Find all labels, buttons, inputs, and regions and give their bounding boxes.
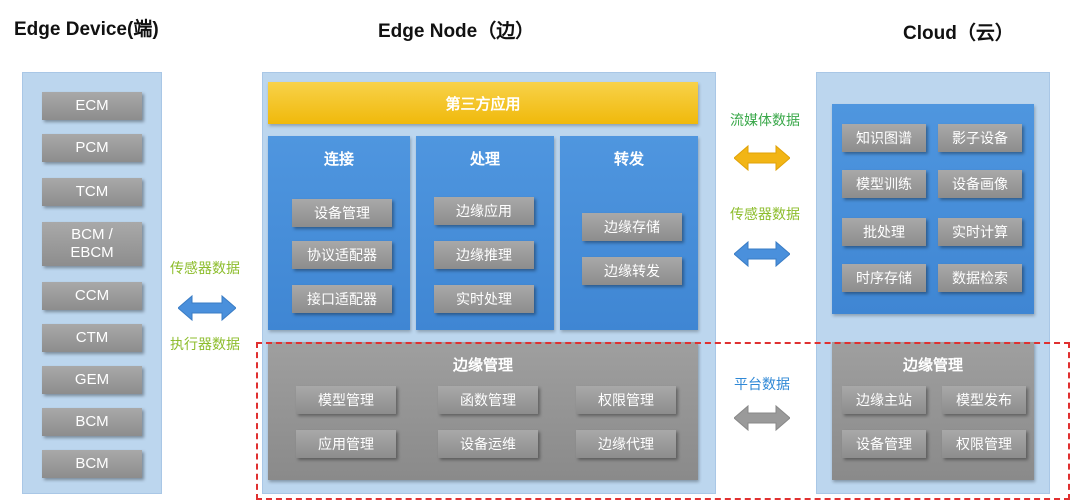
cloud-mgmt-permission: 权限管理 (942, 430, 1026, 458)
node-item-protocol-adapter: 协议适配器 (292, 241, 392, 269)
cloud-service-label: 设备画像 (952, 177, 1008, 193)
node-mgmt-label: 函数管理 (460, 393, 516, 409)
node-mgmt-device-ops: 设备运维 (438, 430, 538, 458)
cloud-mgmt-label: 权限管理 (956, 437, 1012, 453)
cloud-service-label: 实时计算 (952, 225, 1008, 241)
node-item-label: 边缘应用 (456, 204, 512, 220)
node-mgmt-edge-agent: 边缘代理 (576, 430, 676, 458)
device-module-label: BCM / EBCM (70, 226, 114, 261)
cloud-service-label: 批处理 (863, 225, 905, 241)
device-module-label: BCM (75, 413, 109, 430)
flow-label-actuator-device: 执行器数据 (170, 337, 240, 353)
cloud-mgmt-label: 边缘主站 (856, 393, 912, 409)
cloud-service-knowledge-graph: 知识图谱 (842, 124, 926, 152)
node-column-title: 连接 (323, 150, 354, 168)
cloud-title: Cloud（云） (903, 23, 1014, 44)
device-module-label: BCM (75, 455, 109, 472)
double-arrow-icon-gray (734, 404, 790, 432)
node-item-label: 协议适配器 (307, 248, 377, 264)
device-module-bcm: BCM (42, 408, 142, 436)
edge-device-title: Edge Device(端) (14, 19, 159, 40)
edge-node-title: Edge Node（边） (378, 21, 535, 42)
device-module-label: CCM (74, 287, 110, 304)
node-item-label: 边缘推理 (456, 248, 512, 264)
device-module-label: CTM (75, 329, 109, 346)
double-arrow-icon-blue-device (178, 294, 236, 322)
cloud-mgmt-model-release: 模型发布 (942, 386, 1026, 414)
cloud-service-device-profile: 设备画像 (938, 170, 1022, 198)
cloud-service-label: 模型训练 (856, 177, 912, 193)
node-column-title: 处理 (469, 150, 500, 168)
node-item-label: 接口适配器 (307, 292, 377, 308)
device-module-label: TCM (75, 183, 109, 200)
cloud-service-label: 时序存储 (856, 271, 912, 287)
cloud-mgmt-label: 设备管理 (856, 437, 912, 453)
node-item-edge-inference: 边缘推理 (434, 241, 534, 269)
node-item-interface-adapter: 接口适配器 (292, 285, 392, 313)
node-item-device-mgmt: 设备管理 (292, 199, 392, 227)
cloud-service-label: 知识图谱 (856, 131, 912, 147)
node-item-edge-forwarding: 边缘转发 (582, 257, 682, 285)
device-module-ecm: ECM (42, 92, 142, 120)
cloud-edge-management-title: 边缘管理 (902, 356, 963, 374)
node-edge-management-title: 边缘管理 (452, 356, 513, 374)
flow-label-sensor-device: 传感器数据 (170, 261, 240, 277)
node-item-label: 设备管理 (314, 206, 370, 222)
cloud-service-shadow-device: 影子设备 (938, 124, 1022, 152)
node-mgmt-label: 模型管理 (318, 393, 374, 409)
device-module-ccm: CCM (42, 282, 142, 310)
node-item-realtime-processing: 实时处理 (434, 285, 534, 313)
device-module-label: PCM (75, 139, 109, 156)
node-column-title: 转发 (613, 150, 644, 168)
flow-label-sensor-cloud: 传感器数据 (730, 207, 800, 223)
management-layer-dashed-border (256, 342, 1070, 500)
double-arrow-icon-orange (734, 144, 790, 172)
cloud-service-data-retrieval: 数据检索 (938, 264, 1022, 292)
cloud-service-batch: 批处理 (842, 218, 926, 246)
double-arrow-icon-blue (734, 240, 790, 268)
third-party-apps-bar: 第三方应用 (268, 82, 698, 124)
node-item-edge-app: 边缘应用 (434, 197, 534, 225)
cloud-service-timeseries-storage: 时序存储 (842, 264, 926, 292)
device-module-gem: GEM (42, 366, 142, 394)
flow-label-stream: 流媒体数据 (730, 113, 800, 129)
node-mgmt-model: 模型管理 (296, 386, 396, 414)
device-module-label: ECM (75, 97, 109, 114)
node-mgmt-function: 函数管理 (438, 386, 538, 414)
node-mgmt-app: 应用管理 (296, 430, 396, 458)
node-mgmt-label: 设备运维 (460, 437, 516, 453)
cloud-service-realtime-compute: 实时计算 (938, 218, 1022, 246)
cloud-mgmt-label: 模型发布 (956, 393, 1012, 409)
device-module-bcm-2: BCM (42, 450, 142, 478)
flow-label-platform: 平台数据 (734, 377, 790, 393)
node-item-label: 实时处理 (456, 292, 512, 308)
third-party-apps-label: 第三方应用 (445, 94, 521, 113)
node-mgmt-permission: 权限管理 (576, 386, 676, 414)
node-item-label: 边缘存储 (604, 220, 660, 236)
cloud-mgmt-device: 设备管理 (842, 430, 926, 458)
device-module-bcm-ebcm: BCM / EBCM (42, 222, 142, 266)
cloud-service-label: 数据检索 (952, 271, 1008, 287)
node-mgmt-label: 边缘代理 (598, 437, 654, 453)
cloud-service-model-training: 模型训练 (842, 170, 926, 198)
node-item-label: 边缘转发 (604, 264, 660, 280)
device-module-ctm: CTM (42, 324, 142, 352)
device-module-tcm: TCM (42, 178, 142, 206)
device-module-pcm: PCM (42, 134, 142, 162)
device-module-label: GEM (74, 371, 110, 388)
node-mgmt-label: 应用管理 (318, 437, 374, 453)
node-item-edge-storage: 边缘存储 (582, 213, 682, 241)
cloud-mgmt-edge-master: 边缘主站 (842, 386, 926, 414)
cloud-service-label: 影子设备 (952, 131, 1008, 147)
node-mgmt-label: 权限管理 (598, 393, 654, 409)
